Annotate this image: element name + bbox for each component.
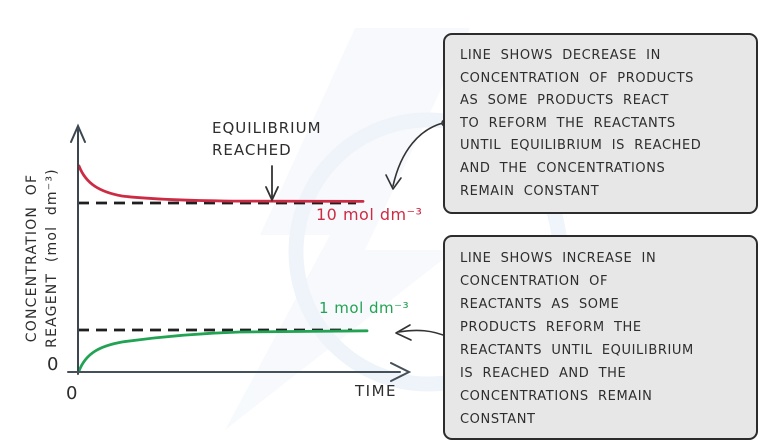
equilibrium-arrow-icon: [265, 165, 279, 203]
callout-reactants-increase: LINE SHOWS INCREASE IN CONCENTRATION OF …: [443, 235, 758, 440]
y-axis: [70, 123, 86, 375]
products-equilibrium-value-label: 10 mol dm⁻³: [316, 205, 423, 224]
equilibrium-reached-annotation: EQUILIBRIUM REACHED: [212, 119, 322, 159]
callout-products-decrease: LINE SHOWS DECREASE IN CONCENTRATION OF …: [443, 33, 758, 214]
x-axis-zero-label: 0: [66, 383, 78, 404]
x-axis: [67, 362, 412, 382]
x-axis-arrowhead-icon: [390, 362, 412, 382]
y-axis-zero-label: 0: [47, 354, 59, 375]
y-axis-label: CONCENTRATION OF REAGENT (mol dm⁻³): [24, 168, 60, 348]
reactants-equilibrium-value-label: 1 mol dm⁻³: [319, 299, 410, 317]
products-curve: [77, 164, 365, 203]
x-axis-label: TIME: [355, 382, 398, 400]
reactants-curve: [77, 329, 369, 373]
y-axis-arrowhead-icon: [70, 123, 86, 143]
